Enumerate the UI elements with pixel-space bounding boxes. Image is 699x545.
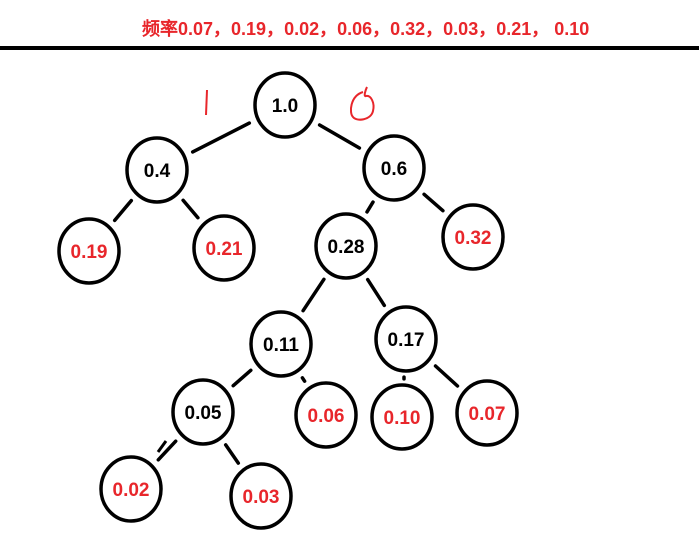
node-circle [253, 71, 317, 139]
edge-n-0-05-to-n-0-02 [156, 439, 178, 462]
tree-node-n-0-07: 0.07 [455, 379, 519, 447]
left-branch-mark-1 [205, 89, 208, 116]
node-circle [370, 383, 434, 451]
node-circle [455, 379, 519, 447]
node-label: 0.21 [206, 239, 243, 260]
edge-correction-stroke [156, 440, 168, 453]
node-label: 1.0 [272, 96, 298, 117]
node-label: 0.03 [243, 487, 280, 508]
edge-n-0-11-to-n-0-06 [300, 376, 307, 383]
node-label: 0.6 [381, 159, 407, 180]
tree-node-n-0-6: 0.6 [362, 134, 426, 202]
tree-node-n-0-05: 0.05 [171, 378, 235, 446]
nodes-layer: 1.0 0.4 0.6 0.19 0.21 0.28 0.32 0.11 0.17 0.05 0.0… [57, 71, 519, 530]
node-label: 0.11 [263, 335, 299, 356]
tree-node-n-0-17: 0.17 [374, 305, 438, 373]
tree-node-n-0-32: 0.32 [441, 203, 505, 271]
tree-node-n-1-0: 1.0 [253, 71, 317, 139]
edge-n-0-05-to-n-0-03 [223, 443, 241, 465]
node-label: 0.07 [469, 404, 506, 425]
tree-node-n-0-4: 0.4 [125, 136, 189, 204]
node-circle [441, 203, 505, 271]
node-circle [314, 212, 378, 280]
node-label: 0.17 [388, 330, 425, 351]
node-label: 0.02 [113, 480, 150, 501]
node-label: 0.06 [308, 406, 345, 427]
node-label: 0.32 [455, 228, 492, 249]
node-circle [362, 134, 426, 202]
edge-n-0-28-to-n-0-17 [365, 277, 387, 308]
edge-n-0-6-to-n-0-28 [365, 200, 375, 214]
node-circle [57, 217, 121, 285]
node-circle [294, 381, 358, 449]
annotations-layer [156, 86, 375, 453]
edge-n-0-6-to-n-0-32 [422, 192, 445, 213]
node-circle [171, 378, 235, 446]
node-circle [374, 305, 438, 373]
right-branch-mark-0 [349, 86, 375, 121]
edge-n-0-11-to-n-0-05 [231, 368, 253, 388]
tree-node-n-0-28: 0.28 [314, 212, 378, 280]
node-circle [99, 455, 163, 523]
tree-node-n-0-21: 0.21 [192, 214, 256, 282]
node-circle [192, 214, 256, 282]
tree-node-n-0-11: 0.11 [249, 310, 313, 378]
tree-node-n-0-02: 0.02 [99, 455, 163, 523]
tree-node-n-0-06: 0.06 [294, 381, 358, 449]
node-label: 0.19 [71, 242, 108, 263]
edges-layer [112, 121, 460, 465]
edge-n-0-4-to-n-0-21 [181, 198, 200, 220]
tree-node-n-0-10: 0.10 [370, 383, 434, 451]
node-label: 0.28 [328, 237, 365, 258]
node-circle [229, 462, 293, 530]
edge-n-0-4-to-n-0-19 [112, 198, 134, 223]
node-label: 0.4 [144, 161, 171, 182]
edge-n-0-17-to-n-0-07 [433, 364, 460, 388]
edge-n-0-28-to-n-0-11 [301, 277, 326, 313]
node-label: 0.10 [384, 408, 421, 429]
tree-node-n-0-19: 0.19 [57, 217, 121, 285]
node-circle [249, 310, 313, 378]
edge-n-1-0-to-n-0-4 [190, 121, 252, 154]
tree-node-n-0-03: 0.03 [229, 462, 293, 530]
frequency-list-heading: 频率0.07，0.19，0.02，0.06，0.32，0.03，0.21， 0.… [142, 19, 590, 39]
edge-n-1-0-to-n-0-6 [317, 123, 362, 150]
node-circle [125, 136, 189, 204]
node-label: 0.05 [185, 403, 222, 424]
header-divider [0, 46, 699, 50]
